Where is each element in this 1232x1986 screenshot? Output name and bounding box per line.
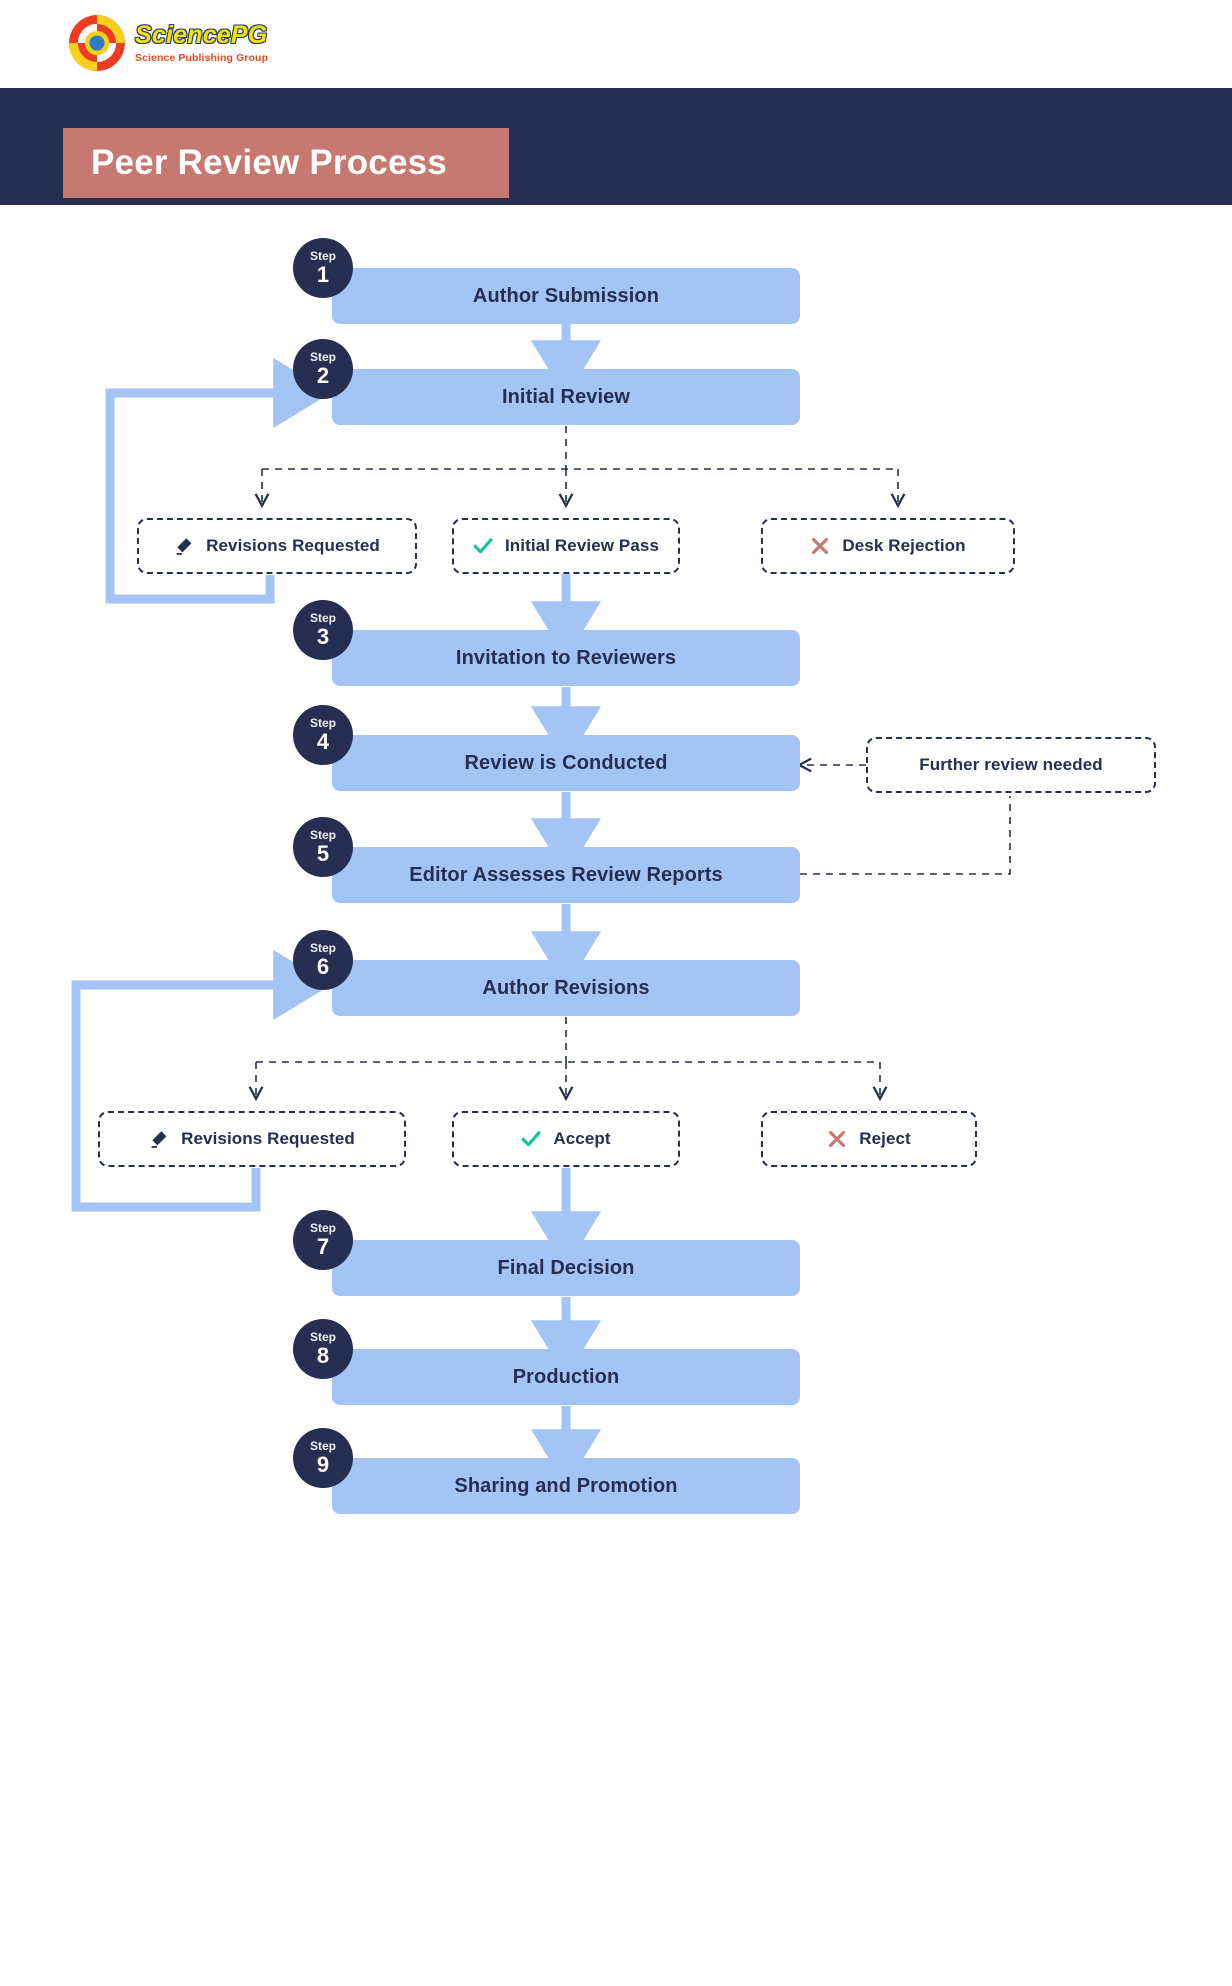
edge-d2a-loop-s6: [71, 949, 331, 1212]
check-icon: [521, 1131, 541, 1147]
step-number-8: 8: [316, 1342, 330, 1368]
step-word-2: Step: [309, 349, 336, 364]
step-box-8[interactable]: Production: [332, 1349, 800, 1405]
decision-chip-desk-rejection[interactable]: Desk Rejection: [761, 518, 1015, 574]
step-word-7: Step: [309, 1220, 336, 1235]
step-box-1[interactable]: Author Submission: [332, 268, 800, 324]
step-badge-1: Step 1: [293, 238, 353, 298]
decision-chip-accept[interactable]: Accept: [452, 1111, 680, 1167]
side-note-further-review-needed[interactable]: Further review needed: [866, 737, 1156, 793]
pencil-icon: [151, 1131, 167, 1148]
decision-label-revisions-requested-2: Revisions Requested: [181, 1129, 355, 1148]
step-word-6: Step: [309, 940, 336, 955]
step-label-4: Review is Conducted: [464, 751, 668, 774]
connector-layer: [71, 324, 1011, 1487]
edge-s2-branch-bus: [254, 426, 906, 509]
decision-chip-reject[interactable]: Reject: [761, 1111, 977, 1167]
step-number-2: 2: [316, 362, 330, 388]
step-number-7: 7: [316, 1233, 330, 1259]
step-label-6: Author Revisions: [482, 976, 650, 999]
step-label-7: Final Decision: [497, 1256, 635, 1279]
step-badge-7: Step 7: [293, 1210, 353, 1270]
decision-label-initial-review-pass: Initial Review Pass: [504, 536, 660, 555]
step-number-4: 4: [316, 728, 330, 754]
edge-s6-branch-bus: [248, 1017, 888, 1102]
step-box-5[interactable]: Editor Assesses Review Reports: [332, 847, 800, 903]
step-badge-6: Step 6: [293, 930, 353, 990]
page-title-plate: Peer Review Process: [63, 128, 509, 198]
step-number-9: 9: [316, 1451, 330, 1477]
decision-label-revisions-requested-1: Revisions Requested: [206, 536, 380, 555]
check-icon: [473, 538, 493, 554]
page-title: Peer Review Process: [91, 143, 447, 182]
x-icon: [812, 537, 829, 555]
step-label-8: Production: [512, 1365, 620, 1388]
step-number-6: 6: [316, 953, 330, 979]
step-box-9[interactable]: Sharing and Promotion: [332, 1458, 800, 1514]
step-word-5: Step: [309, 827, 336, 842]
step-badge-8: Step 8: [293, 1319, 353, 1379]
decision-label-desk-rejection: Desk Rejection: [842, 536, 966, 555]
side-note-label: Further review needed: [919, 755, 1103, 774]
logo-bar: SciencePG Science Publishing Group: [0, 0, 1232, 88]
step-word-9: Step: [309, 1438, 336, 1453]
step-label-5: Editor Assesses Review Reports: [409, 863, 723, 886]
step-label-9: Sharing and Promotion: [454, 1474, 678, 1497]
step-label-2: Initial Review: [501, 385, 631, 408]
step-box-2[interactable]: Initial Review: [332, 369, 800, 425]
step-badge-3: Step 3: [293, 600, 353, 660]
step-badge-9: Step 9: [293, 1428, 353, 1488]
step-box-6[interactable]: Author Revisions: [332, 960, 800, 1016]
edge-s5-note: [800, 796, 1011, 875]
decision-chip-revisions-requested-2[interactable]: Revisions Requested: [98, 1111, 406, 1167]
step-word-3: Step: [309, 610, 336, 625]
flowchart-canvas: Author Submission Step 1 Initial Review …: [0, 205, 1232, 1986]
step-label-1: Author Submission: [472, 284, 660, 307]
pencil-icon: [176, 538, 192, 555]
step-word-1: Step: [309, 248, 336, 263]
brand-tagline: Science Publishing Group: [135, 51, 269, 64]
decision-chip-revisions-requested-1[interactable]: Revisions Requested: [137, 518, 417, 574]
step-badge-4: Step 4: [293, 705, 353, 765]
brand-logo[interactable]: SciencePG Science Publishing Group: [68, 14, 268, 72]
step-number-5: 5: [316, 840, 330, 866]
x-icon: [829, 1130, 846, 1148]
decision-chip-initial-review-pass[interactable]: Initial Review Pass: [452, 518, 680, 574]
step-label-3: Invitation to Reviewers: [455, 646, 677, 669]
step-number-1: 1: [316, 261, 330, 287]
decision-label-accept: Accept: [553, 1129, 611, 1148]
step-number-3: 3: [316, 623, 330, 649]
step-box-7[interactable]: Final Decision: [332, 1240, 800, 1296]
step-box-3[interactable]: Invitation to Reviewers: [332, 630, 800, 686]
sciencepg-concentric-logo-icon: [69, 15, 125, 71]
brand-name: SciencePG: [135, 20, 268, 49]
step-word-4: Step: [309, 715, 336, 730]
decision-label-reject: Reject: [859, 1129, 911, 1148]
step-word-8: Step: [309, 1329, 336, 1344]
step-badge-2: Step 2: [293, 339, 353, 399]
step-badge-5: Step 5: [293, 817, 353, 877]
step-box-4[interactable]: Review is Conducted: [332, 735, 800, 791]
